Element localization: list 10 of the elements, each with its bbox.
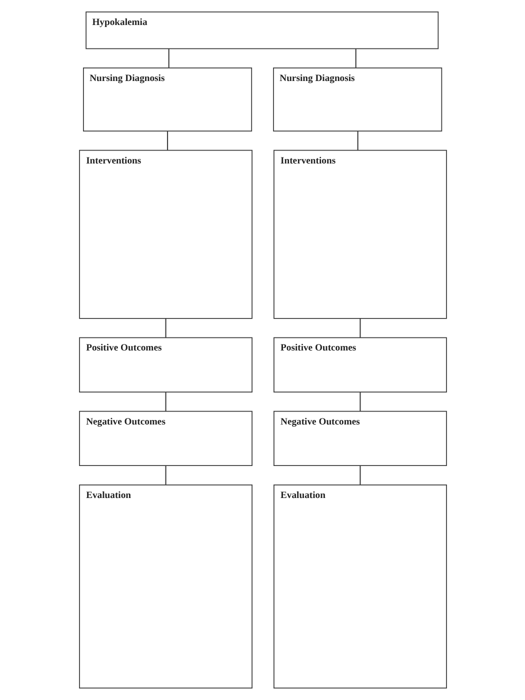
connector [164, 466, 166, 485]
connector [359, 318, 360, 338]
connector [354, 48, 356, 68]
connector [356, 131, 358, 150]
connector [164, 318, 166, 338]
connector [168, 48, 169, 68]
connector [164, 392, 166, 412]
connector [359, 392, 360, 412]
connector [359, 466, 360, 485]
connector [166, 131, 168, 150]
